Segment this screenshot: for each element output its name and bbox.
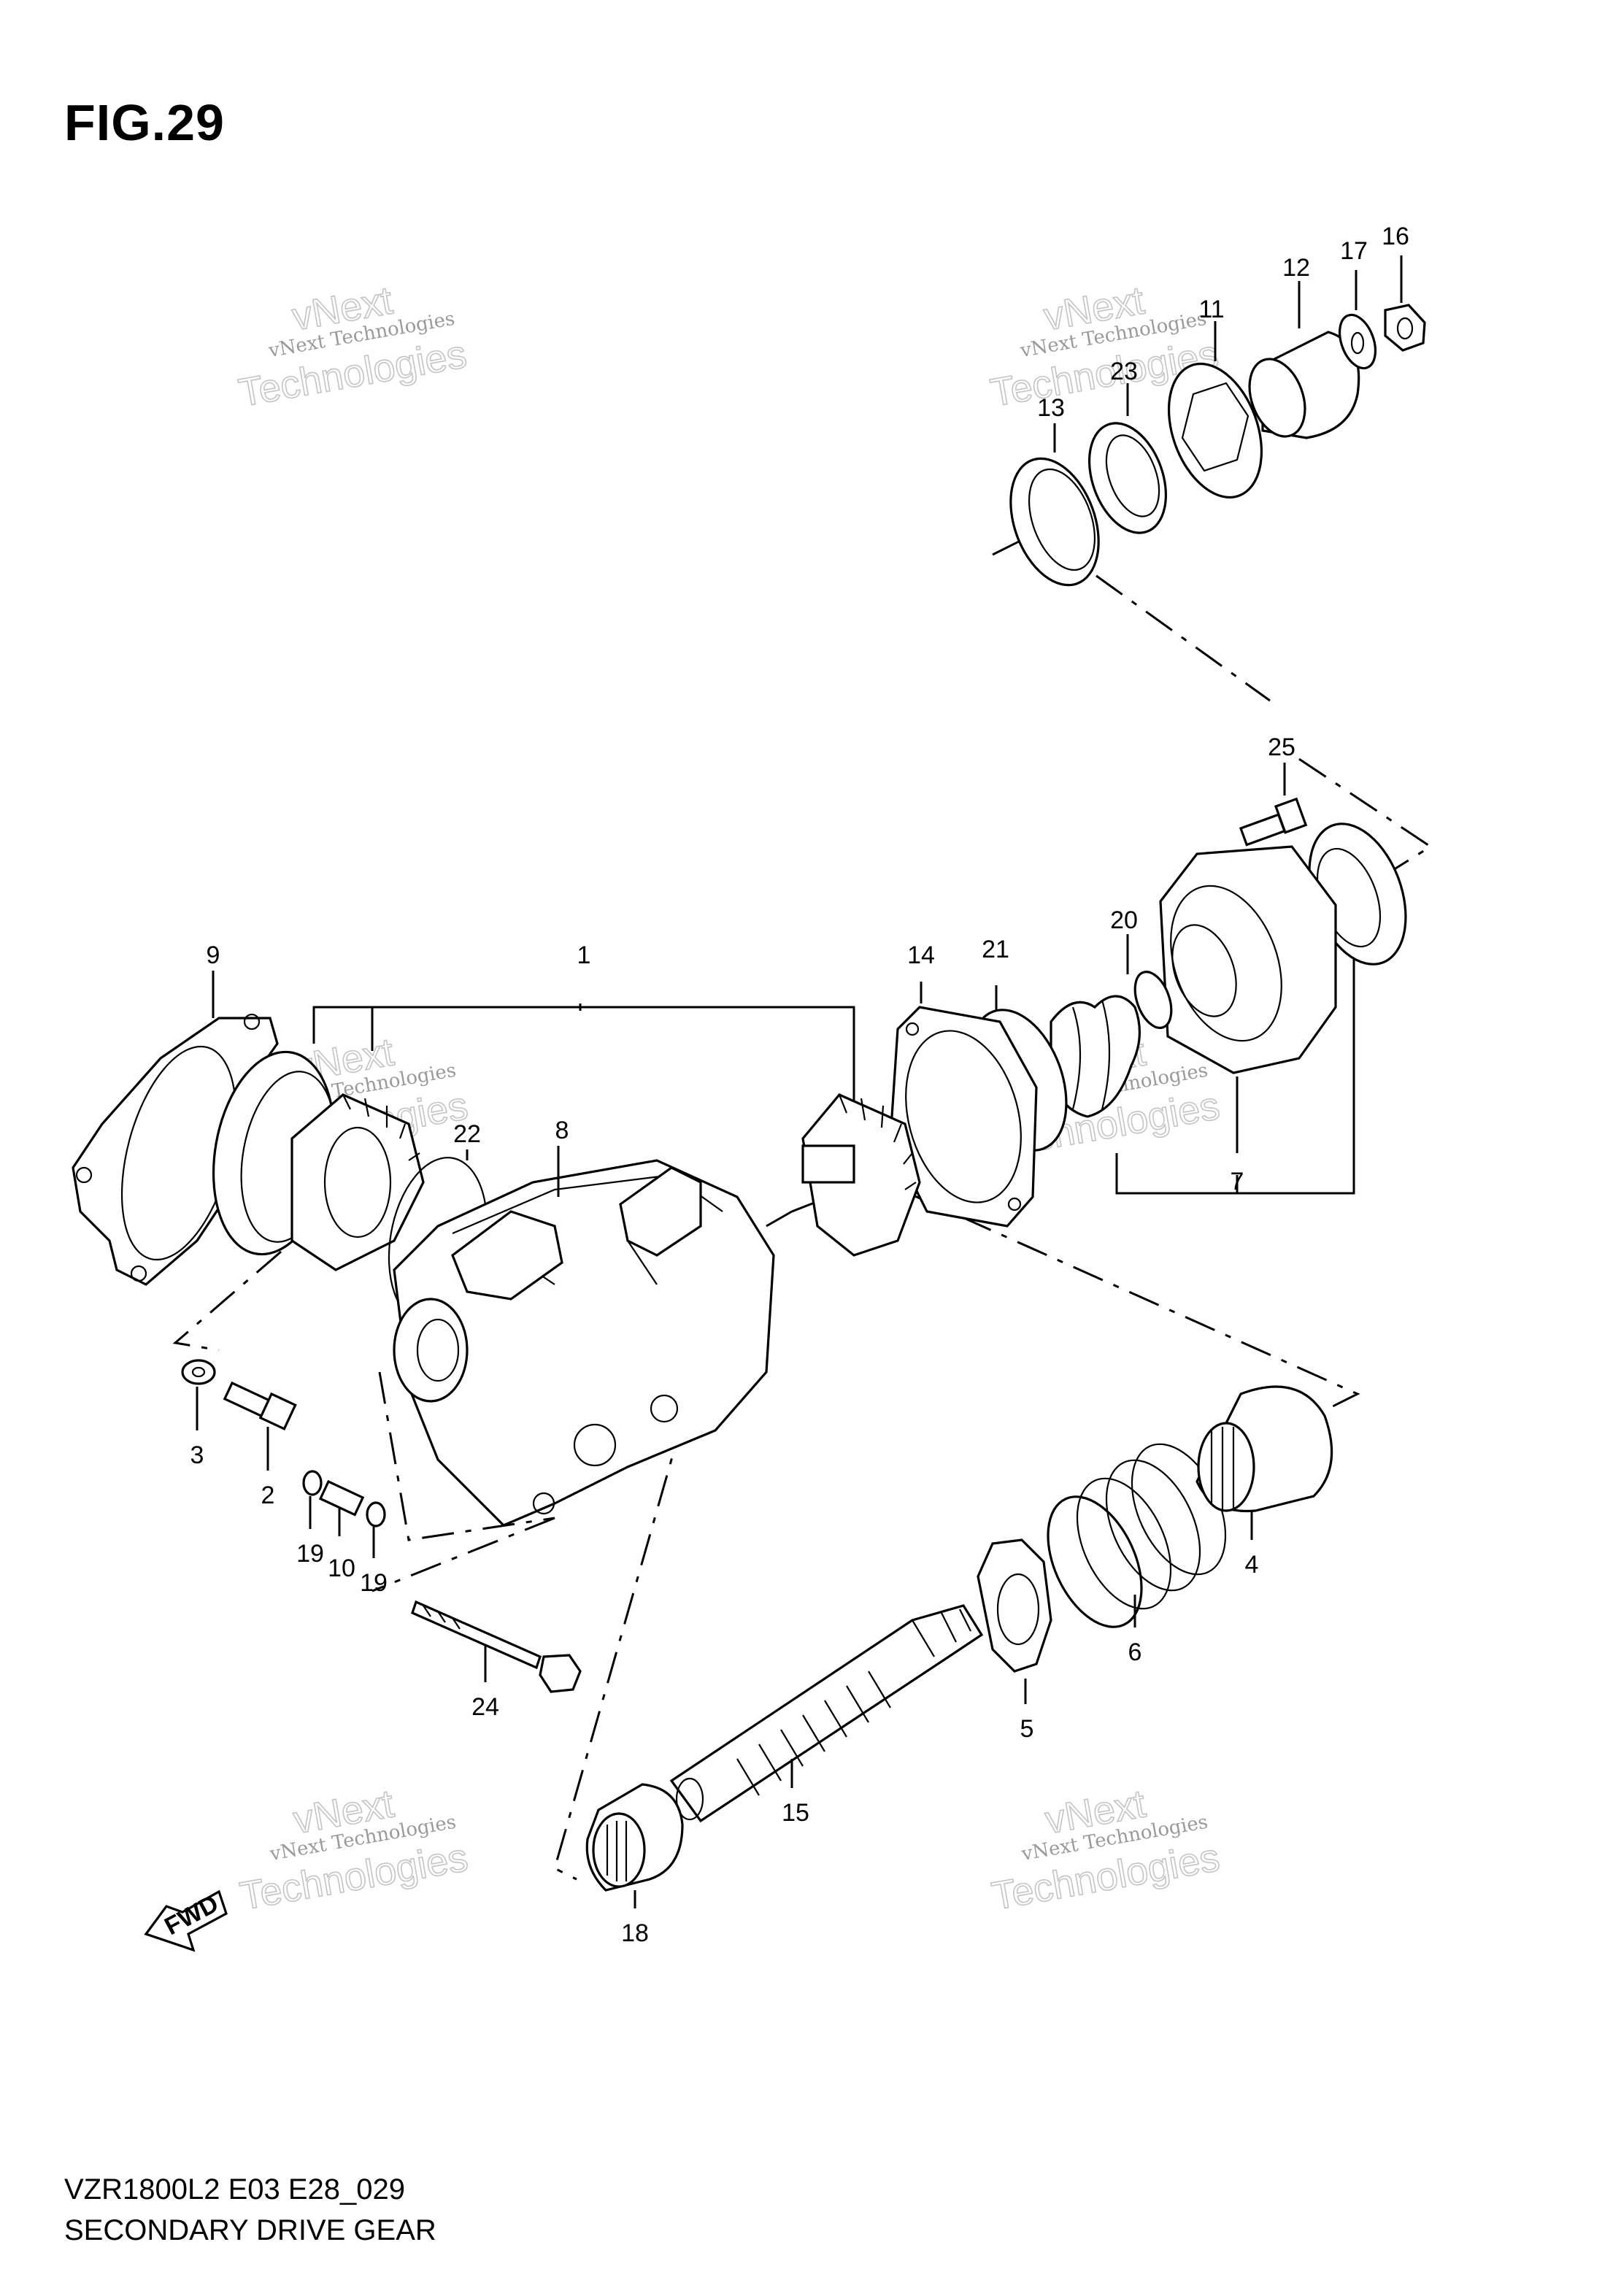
callout-12: 12 — [1282, 254, 1310, 282]
callout-17: 17 — [1340, 237, 1368, 265]
callout-23: 23 — [1110, 358, 1138, 385]
callout-brackets — [312, 949, 1355, 1195]
callout-5: 5 — [1020, 1715, 1034, 1743]
nut-11 — [1167, 321, 1263, 499]
callout-13: 13 — [1037, 394, 1065, 422]
damper-cam-5 — [977, 1538, 1052, 1704]
bolt-24 — [411, 1600, 582, 1693]
callout-21: 21 — [982, 936, 1009, 963]
watermark-bottom-right: vNext vNext Technologies Technologies — [988, 1781, 1223, 1919]
callout-6: 6 — [1128, 1638, 1142, 1666]
figure-title: FIG.29 — [64, 94, 225, 151]
drive-bevel-gear-left — [212, 1050, 425, 1271]
callout-24: 24 — [471, 1693, 499, 1721]
watermark-top-left: vNext vNext Technologies Technologies — [235, 278, 470, 416]
footer-model-code: VZR1800L2 E03 E28_029 — [64, 2173, 406, 2206]
o-ring-20 — [1126, 934, 1173, 1029]
footer-section-name: SECONDARY DRIVE GEAR — [64, 2214, 436, 2246]
fwd-arrow-icon: FWD — [144, 1889, 228, 1952]
callout-11: 11 — [1198, 296, 1224, 323]
callout-25: 25 — [1268, 733, 1295, 761]
o-ring-19-right — [366, 1501, 386, 1558]
callout-10: 10 — [328, 1555, 355, 1582]
callout-1: 1 — [577, 941, 591, 969]
callout-7: 7 — [1231, 1168, 1244, 1195]
callout-16: 16 — [1382, 223, 1409, 250]
bolt-2 — [223, 1381, 297, 1471]
callout-3: 3 — [190, 1441, 204, 1469]
o-ring-19-left — [302, 1470, 323, 1529]
callout-19-a: 19 — [296, 1540, 324, 1568]
dowel-pin-10 — [318, 1479, 365, 1536]
callout-15: 15 — [782, 1799, 809, 1827]
damper-spring-6 — [1047, 1443, 1227, 1628]
callout-4: 4 — [1245, 1551, 1259, 1579]
callout-18: 18 — [621, 1919, 649, 1947]
bearing-18 — [585, 1783, 684, 1908]
nut-16 — [1384, 255, 1426, 352]
spacer-bellows — [1050, 995, 1141, 1118]
callout-9: 9 — [207, 941, 220, 969]
callout-22: 22 — [453, 1120, 481, 1148]
bolt-25 — [1239, 763, 1308, 847]
callout-14: 14 — [907, 941, 935, 969]
callout-numbers: 16 17 12 11 23 13 25 20 21 14 1 9 22 8 7… — [190, 223, 1409, 1947]
gear-case-8 — [393, 1146, 775, 1527]
callout-2: 2 — [261, 1482, 275, 1509]
oil-seal-23 — [1087, 383, 1168, 534]
bearing-4 — [1195, 1385, 1333, 1540]
bearing-housing-7 — [1159, 845, 1337, 1153]
secondary-drive-shaft-15 — [669, 1604, 984, 1823]
callout-8: 8 — [555, 1117, 569, 1144]
callout-20: 20 — [1110, 906, 1138, 934]
watermark-bottom-left: vNext vNext Technologies Technologies — [236, 1781, 471, 1919]
washer-17 — [1338, 270, 1377, 370]
washer-3 — [181, 1359, 216, 1430]
seal-13 — [1009, 423, 1100, 587]
callout-19-b: 19 — [360, 1569, 388, 1597]
driven-bevel-gear — [801, 1093, 921, 1257]
